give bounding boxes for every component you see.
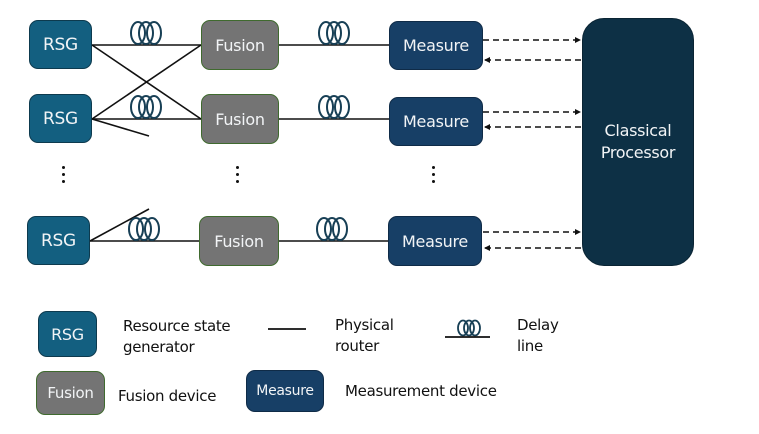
measure-node-3: Measure <box>388 216 482 266</box>
measure-label: Measure <box>403 36 469 55</box>
ellipsis-fusion-column <box>235 166 241 187</box>
legend-measure-box-label: Measure <box>256 383 314 399</box>
legend-delay-text: Delay line <box>517 315 559 357</box>
measure-node-2: Measure <box>389 97 483 146</box>
measure-label: Measure <box>402 231 468 251</box>
legend-rsg-line2: generator <box>123 338 195 356</box>
rsg-node-1: RSG <box>29 20 92 69</box>
fusion-node-3: Fusion <box>199 216 279 266</box>
rsg-node-2: RSG <box>29 94 92 143</box>
ellipsis-rsg-column <box>61 166 67 187</box>
delay-line-icon <box>130 95 162 119</box>
processor-label-line2: Processor <box>600 143 676 162</box>
legend-measure-text: Measurement device <box>345 382 497 400</box>
delay-line-icon <box>318 95 350 119</box>
measure-label: Measure <box>403 112 469 131</box>
router-rsg3-stub <box>89 208 150 242</box>
classical-processor: Classical Processor <box>582 18 694 266</box>
legend-delay-line1: Delay <box>517 316 559 334</box>
processor-label-line1: Classical <box>604 121 672 140</box>
fusion-label: Fusion <box>215 35 265 55</box>
fusion-label: Fusion <box>214 231 264 251</box>
delay-line-icon <box>318 21 350 45</box>
legend-fusion-swatch: Fusion <box>36 371 105 415</box>
rsg-label: RSG <box>41 230 76 251</box>
rsg-label: RSG <box>43 34 78 55</box>
legend-fusion-box-label: Fusion <box>47 384 94 402</box>
legend-fusion-text: Fusion device <box>118 387 217 405</box>
delay-line-icon <box>130 21 162 45</box>
fusion-node-1: Fusion <box>201 20 279 70</box>
delay-line-icon <box>316 217 348 241</box>
fusion-label: Fusion <box>215 109 265 129</box>
legend-rsg-box-label: RSG <box>51 324 84 344</box>
legend-rsg-line1: Resource state <box>123 317 231 335</box>
legend-measure-swatch: Measure <box>246 370 324 412</box>
ellipsis-measure-column <box>431 166 437 187</box>
rsg-label: RSG <box>43 108 78 129</box>
delay-line-icon <box>128 217 160 241</box>
rsg-node-3: RSG <box>27 216 90 265</box>
legend-router-line2: router <box>335 337 379 355</box>
router-rsg2-stub <box>91 118 150 137</box>
legend-router-line1: Physical <box>335 316 394 334</box>
fusion-node-2: Fusion <box>201 94 279 144</box>
legend-delay-line2: line <box>517 337 543 355</box>
legend-rsg-swatch: RSG <box>38 311 97 357</box>
router-rsg2-fusion1 <box>91 44 202 120</box>
measure-node-1: Measure <box>389 21 483 70</box>
legend-rsg-text: Resource state generator <box>123 316 231 358</box>
legend-router-text: Physical router <box>335 315 394 357</box>
legend-delay-line-icon <box>445 319 490 338</box>
